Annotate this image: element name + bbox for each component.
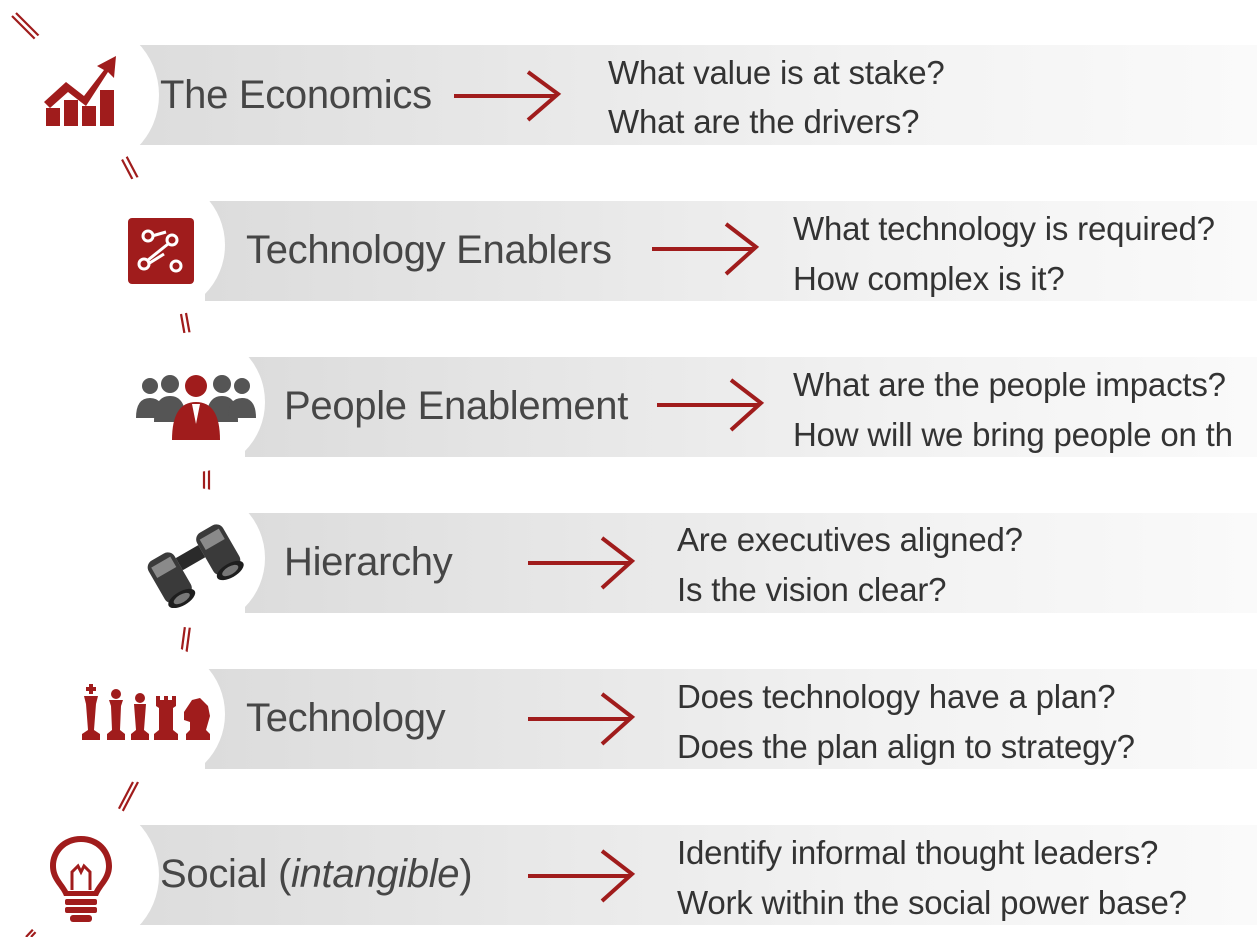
question-social-2: Work within the social power base? <box>677 884 1187 921</box>
lightbulb-icon <box>50 836 112 922</box>
row-band-economics <box>120 45 1257 145</box>
question-technology-enablers-1: What technology is required? <box>793 210 1215 247</box>
row-label-people-enablement: People Enablement <box>284 384 629 428</box>
question-economics-1: What value is at stake? <box>608 54 945 91</box>
arrow-icon <box>454 70 562 122</box>
question-social-1: Identify informal thought leaders? <box>677 834 1159 871</box>
question-technology-1: Does technology have a plan? <box>677 678 1116 715</box>
arrow-icon <box>657 378 765 432</box>
people-group-icon <box>136 375 256 440</box>
arrow-icon <box>528 849 636 903</box>
row-label-social-main: Social ( <box>160 852 291 896</box>
row-label-hierarchy: Hierarchy <box>284 540 453 584</box>
question-economics-2: What are the drivers? <box>608 103 920 140</box>
network-nodes-icon <box>128 218 194 284</box>
row-band-hierarchy <box>245 513 1257 613</box>
question-technology-2: Does the plan align to strategy? <box>677 728 1135 765</box>
icon-circle-economics <box>9 20 159 170</box>
question-hierarchy-1: Are executives aligned? <box>677 521 1023 558</box>
row-label-economics: The Economics <box>160 73 432 117</box>
question-technology-enablers-2: How complex is it? <box>793 260 1065 297</box>
row-label-social: Social (intangible) <box>160 850 473 898</box>
row-label-social-suffix: ) <box>459 852 473 896</box>
question-hierarchy-2: Is the vision clear? <box>677 571 947 608</box>
row-label-technology: Technology <box>246 696 446 740</box>
binoculars-icon <box>147 524 244 608</box>
growth-chart-icon <box>44 56 116 126</box>
row-label-technology-enablers: Technology Enablers <box>246 228 612 272</box>
arrow-icon <box>652 222 760 276</box>
arrow-icon <box>528 536 636 590</box>
chess-pieces-icon <box>82 684 210 740</box>
question-people-enablement-1: What are the people impacts? <box>793 366 1226 403</box>
row-band-social <box>120 825 1257 925</box>
arrow-icon <box>528 692 636 746</box>
row-label-social-italic: intangible <box>290 852 460 896</box>
row-band-technology <box>205 669 1257 769</box>
question-people-enablement-2: How will we bring people on th <box>793 416 1233 453</box>
